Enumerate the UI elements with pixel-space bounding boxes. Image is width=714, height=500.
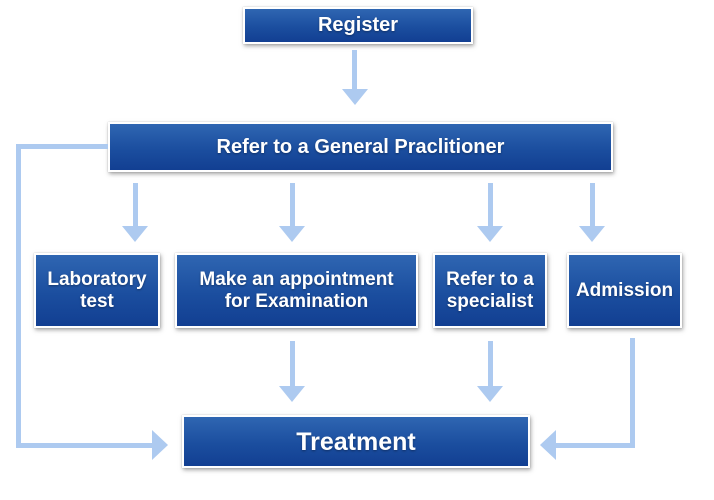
connector-line xyxy=(16,144,108,149)
arrow-line xyxy=(290,183,295,227)
arrow-line xyxy=(290,341,295,387)
node-treatment: Treatment xyxy=(182,415,530,468)
connector-line xyxy=(556,443,635,448)
arrow-line xyxy=(488,183,493,227)
node-make-appointment-examination: Make an appointment for Examination xyxy=(175,253,418,328)
arrow-line xyxy=(590,183,595,227)
arrow-down-icon xyxy=(279,386,305,402)
arrow-down-icon xyxy=(122,226,148,242)
node-make-appointment-examination-label: Make an appointment for Examination xyxy=(199,269,394,312)
arrow-down-icon xyxy=(477,386,503,402)
node-register: Register xyxy=(243,7,473,44)
arrow-down-icon xyxy=(477,226,503,242)
node-treatment-label: Treatment xyxy=(296,427,416,456)
connector-line xyxy=(630,338,635,448)
node-admission: Admission xyxy=(567,253,682,328)
node-laboratory-test: Laboratory test xyxy=(34,253,160,328)
node-laboratory-test-label: Laboratory test xyxy=(47,269,147,312)
node-admission-label: Admission xyxy=(575,279,674,301)
node-refer-general-practitioner-label: Refer to a General Praclitioner xyxy=(216,135,505,158)
arrow-down-icon xyxy=(579,226,605,242)
connector-line xyxy=(16,443,152,448)
node-refer-specialist-label: Refer to a specialist xyxy=(446,269,534,312)
node-register-label: Register xyxy=(317,14,399,37)
arrow-right-icon xyxy=(152,430,168,460)
arrow-line xyxy=(352,50,357,90)
node-refer-general-practitioner: Refer to a General Praclitioner xyxy=(108,122,613,172)
arrow-left-icon xyxy=(540,430,556,460)
arrow-down-icon xyxy=(342,89,368,105)
arrow-line xyxy=(133,183,138,227)
arrow-down-icon xyxy=(279,226,305,242)
connector-line xyxy=(16,144,21,448)
arrow-line xyxy=(488,341,493,387)
node-refer-specialist: Refer to a specialist xyxy=(433,253,547,328)
